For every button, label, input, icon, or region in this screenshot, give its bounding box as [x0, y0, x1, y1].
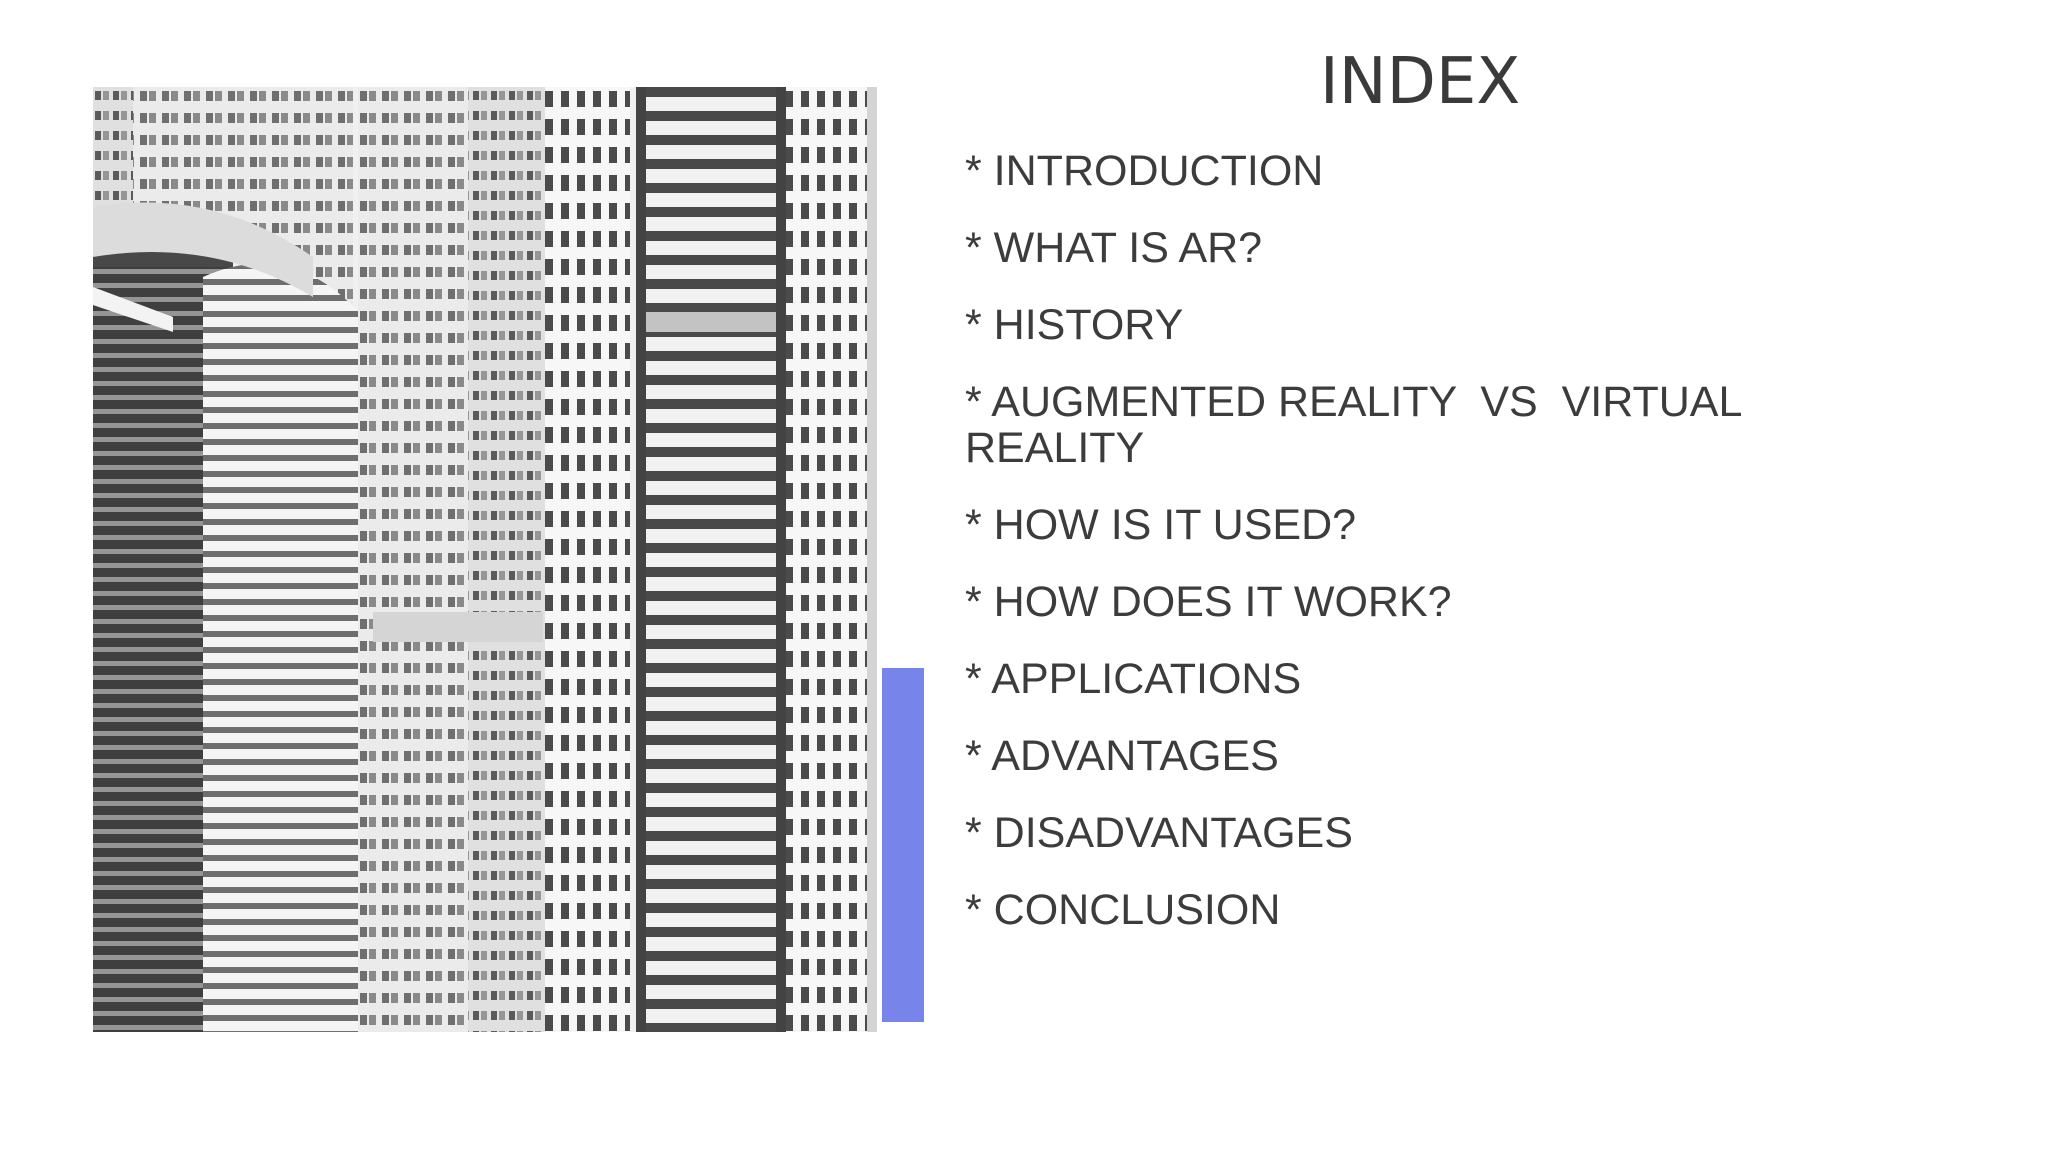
index-item-what-is-ar: * WHAT IS AR? — [965, 224, 1263, 272]
skyscraper-photo — [93, 87, 877, 1032]
index-item-disadvantages: * DISADVANTAGES — [965, 809, 1353, 857]
index-item-how-is-it-used: * HOW IS IT USED? — [965, 501, 1357, 549]
index-item-applications: * APPLICATIONS — [965, 655, 1302, 703]
index-item-advantages: * ADVANTAGES — [965, 732, 1279, 780]
skyscraper-illustration — [93, 87, 877, 1032]
index-item-ar-vs-vr: * AUGMENTED REALITY VS VIRTUAL REALITY — [965, 378, 1753, 472]
index-item-introduction: * INTRODUCTION — [965, 147, 1324, 195]
accent-bar — [882, 668, 924, 1022]
index-item-how-does-it-work: * HOW DOES IT WORK? — [965, 578, 1452, 626]
index-list: * INTRODUCTION * WHAT IS AR? * HISTORY *… — [965, 148, 1865, 964]
slide-title: INDEX — [1319, 45, 1521, 119]
index-item-history: * HISTORY — [965, 301, 1184, 349]
index-item-conclusion: * CONCLUSION — [965, 886, 1281, 934]
